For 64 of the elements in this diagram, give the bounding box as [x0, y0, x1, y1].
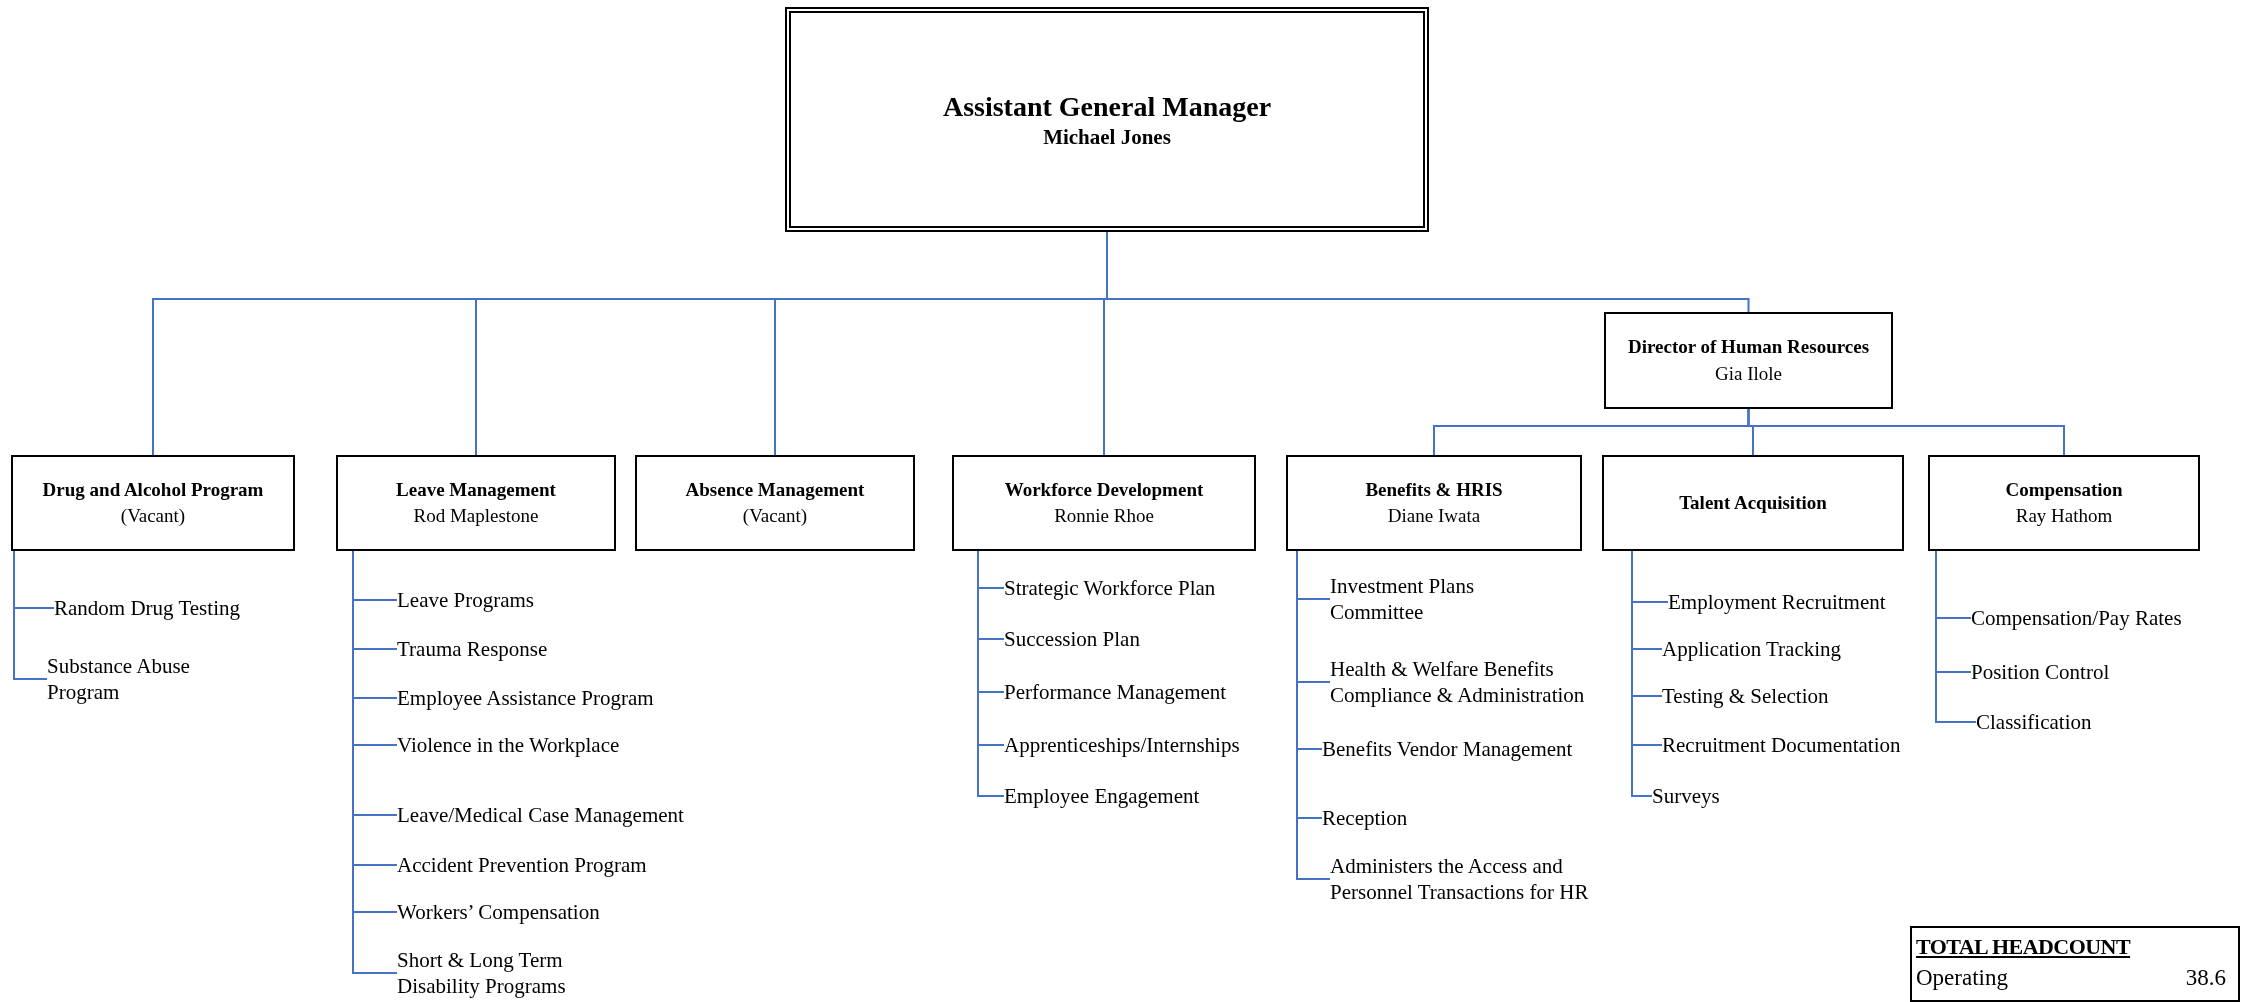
responsibility-label: Administers the Access and Personnel Transactions for HR — [1330, 853, 1630, 905]
position-box — [785, 7, 1429, 232]
responsibility-label: Short & Long Term Disability Programs — [397, 947, 617, 999]
responsibility-label: Surveys — [1652, 783, 1720, 809]
connector-line — [1747, 408, 2065, 456]
position-title: Talent Acquisition — [1679, 490, 1827, 515]
responsibility-label: Employment Recruitment — [1668, 589, 1886, 615]
responsibility-label: Recruitment Documentation — [1662, 732, 1901, 758]
position-title: Compensation — [2005, 477, 2123, 502]
position-title: Benefits & HRIS — [1365, 477, 1503, 502]
person-name: (Vacant) — [742, 504, 808, 528]
position-title: Leave Management — [396, 477, 556, 502]
connector-line — [1935, 550, 1977, 723]
headcount-value: 38.6 — [2185, 964, 2226, 992]
connector-line — [1631, 550, 1653, 797]
responsibility-label: Classification — [1976, 709, 2092, 735]
position-box — [952, 455, 1256, 551]
connector-line — [13, 550, 48, 680]
position-title: Workforce Development — [1004, 477, 1204, 502]
headcount-heading: TOTAL HEADCOUNT — [1916, 933, 2132, 961]
person-name: Diane Iwata — [1387, 504, 1481, 528]
connector-line — [1296, 550, 1331, 880]
person-name: Ronnie Rhoe — [1054, 504, 1154, 528]
position-title: Director of Human Resources — [1627, 335, 1870, 360]
responsibility-label: Compensation/Pay Rates — [1971, 605, 2182, 631]
responsibility-label: Accident Prevention Program — [397, 852, 647, 878]
person-name: (Vacant) — [120, 504, 186, 528]
responsibility-label: Random Drug Testing — [54, 595, 240, 621]
person-name: Michael Jones — [1043, 123, 1171, 151]
responsibility-label: Substance Abuse Program — [47, 653, 247, 705]
responsibility-label: Strategic Workforce Plan — [1004, 575, 1216, 601]
position-title: Assistant General Manager — [942, 89, 1272, 124]
responsibility-label: Employee Assistance Program — [397, 685, 654, 711]
responsibility-label: Violence in the Workplace — [397, 732, 620, 758]
responsibility-label: Testing & Selection — [1662, 683, 1829, 709]
responsibility-label: Application Tracking — [1662, 636, 1842, 662]
responsibility-label: Employee Engagement — [1004, 783, 1200, 809]
position-box — [1602, 455, 1904, 551]
position-title: Absence Management — [685, 477, 865, 502]
responsibility-label: Health & Welfare Benefits Compliance & Administration — [1330, 656, 1630, 708]
responsibility-label: Workers’ Compensation — [397, 899, 600, 925]
position-title: Drug and Alcohol Program — [42, 477, 264, 502]
headcount-box — [1910, 926, 2240, 1002]
person-name: Rod Maplestone — [413, 504, 539, 528]
person-name: Gia Ilole — [1715, 361, 1782, 386]
responsibility-label: Benefits Vendor Management — [1322, 736, 1573, 762]
responsibility-label: Performance Management — [1004, 679, 1227, 705]
position-box — [1928, 455, 2200, 551]
position-box — [11, 455, 295, 551]
responsibility-label: Investment Plans Committee — [1330, 573, 1530, 625]
connector-line — [977, 550, 1005, 797]
responsibility-label: Leave Programs — [397, 587, 535, 613]
position-box — [1286, 455, 1582, 551]
responsibility-label: Succession Plan — [1004, 626, 1140, 652]
responsibility-label: Apprenticeships/Internships — [1004, 732, 1240, 758]
position-box — [1604, 312, 1893, 409]
position-box — [635, 455, 915, 551]
responsibility-label: Reception — [1322, 805, 1408, 831]
position-box — [336, 455, 616, 551]
responsibility-label: Trauma Response — [397, 636, 548, 662]
responsibility-label: Leave/Medical Case Management — [397, 802, 684, 828]
responsibility-label: Position Control — [1971, 659, 2110, 685]
headcount-category: Operating — [1916, 964, 2008, 992]
person-name: Ray Hathom — [2015, 504, 2113, 528]
